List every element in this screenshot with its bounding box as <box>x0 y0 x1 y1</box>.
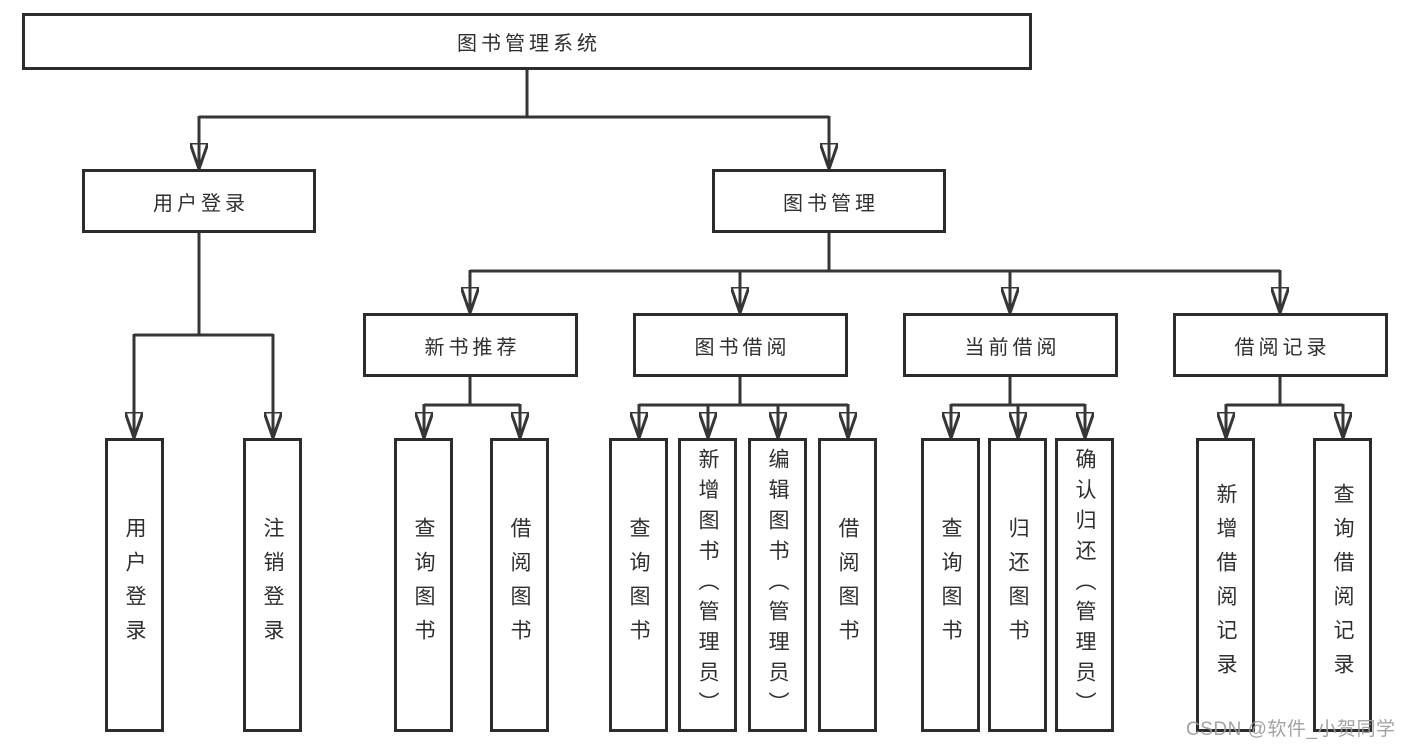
connector-root-to-level2 <box>199 70 829 169</box>
node-borrowing-edit-books-admin: 编辑图书（管理员） <box>748 438 807 732</box>
node-records-query-record: 查询借阅记录 <box>1313 438 1372 732</box>
node-label: 查询借阅记录 <box>1331 483 1354 687</box>
node-label: 图书借阅 <box>694 336 791 359</box>
node-current-query-books: 查询图书 <box>921 438 980 732</box>
node-label: 确认归还（管理员） <box>1073 448 1096 722</box>
node-current-confirm-return-admin: 确认归还（管理员） <box>1055 438 1114 732</box>
node-label: 编辑图书（管理员） <box>766 448 789 722</box>
node-borrowing-query-books: 查询图书 <box>609 438 668 732</box>
connector-borrowing-records-children <box>1226 377 1343 438</box>
node-book-management: 图书管理 <box>712 169 946 233</box>
node-label: 借阅记录 <box>1234 336 1331 359</box>
node-user-login-leaf: 用户登录 <box>105 438 164 732</box>
node-label: 借阅图书 <box>836 517 859 653</box>
node-current-return-books: 归还图书 <box>988 438 1047 732</box>
node-label: 查询图书 <box>412 517 435 653</box>
node-new-book-recommendation: 新书推荐 <box>363 313 578 377</box>
node-borrowing-borrow-books: 借阅图书 <box>818 438 877 732</box>
node-label: 当前借阅 <box>964 336 1061 359</box>
node-label: 用户登录 <box>153 192 249 215</box>
connector-new-book-recommendation-children <box>424 377 520 438</box>
node-label: 新书推荐 <box>424 336 521 359</box>
connector-current-borrowing-children <box>951 377 1085 438</box>
node-current-borrowing: 当前借阅 <box>903 313 1118 377</box>
node-label: 查询图书 <box>939 517 962 653</box>
node-label: 图书管理 <box>783 192 879 215</box>
csdn-watermark: CSDN @软件_小贺同学 <box>1186 719 1396 740</box>
node-label: 归还图书 <box>1006 517 1029 653</box>
node-system-root: 图书管理系统 <box>22 13 1032 70</box>
node-label: 图书管理系统 <box>457 33 601 55</box>
node-label: 新增借阅记录 <box>1214 483 1237 687</box>
connector-user-login-children <box>134 233 273 438</box>
node-label: 注销登录 <box>261 517 284 653</box>
node-borrowing-add-books-admin: 新增图书（管理员） <box>678 438 737 732</box>
connector-book-management-children <box>470 233 1280 313</box>
node-label: 借阅图书 <box>508 517 531 653</box>
node-label: 新增图书（管理员） <box>696 448 719 722</box>
connector-book-borrowing-children <box>639 377 848 438</box>
node-logout-leaf: 注销登录 <box>243 438 302 732</box>
node-label: 用户登录 <box>123 517 146 653</box>
node-label: 查询图书 <box>627 517 650 653</box>
node-borrowing-records: 借阅记录 <box>1173 313 1388 377</box>
node-book-borrowing: 图书借阅 <box>633 313 848 377</box>
node-recommend-query-books: 查询图书 <box>394 438 453 732</box>
node-records-add-record: 新增借阅记录 <box>1196 438 1255 732</box>
node-user-login: 用户登录 <box>82 169 316 233</box>
node-recommend-borrow-books: 借阅图书 <box>490 438 549 732</box>
